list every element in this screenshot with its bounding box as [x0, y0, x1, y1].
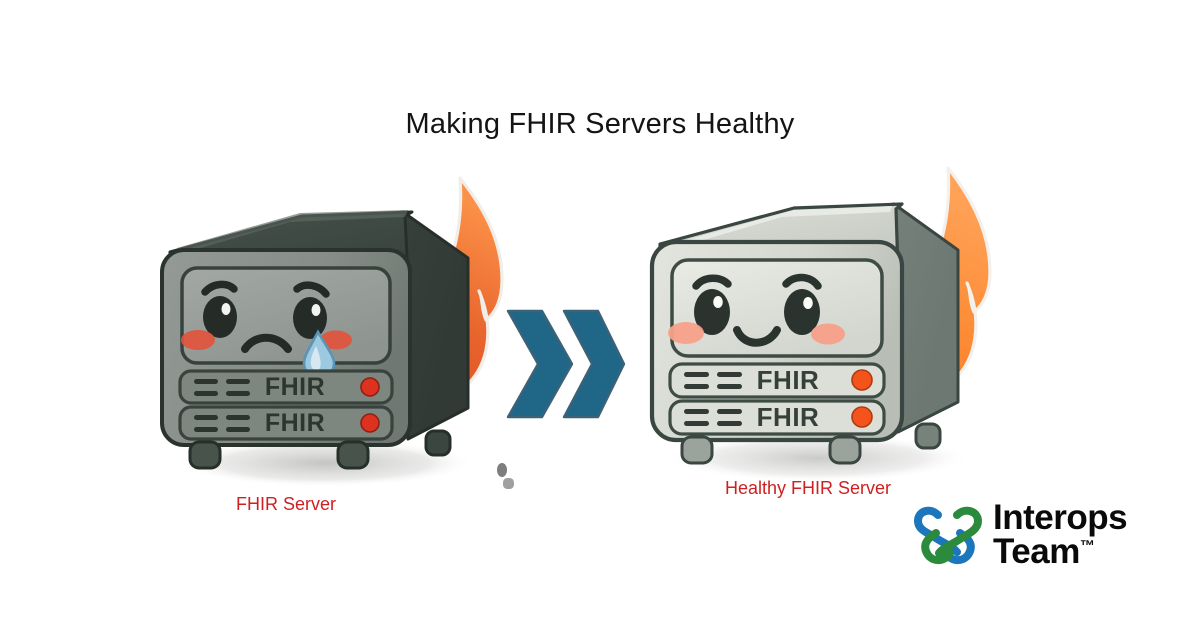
blush-right-icon — [811, 323, 845, 345]
transition-arrow — [504, 303, 628, 425]
eye-left-icon — [203, 296, 237, 338]
status-led-icon — [360, 413, 380, 433]
blush-right-icon — [320, 330, 352, 350]
blush-left-icon — [181, 330, 215, 350]
brand-logo[interactable]: Interops Team™ — [912, 496, 1160, 574]
drive-bay-label: FHIR — [265, 409, 325, 437]
ground-shadow — [666, 434, 970, 482]
server-foot — [828, 435, 862, 465]
drive-bay-1: FHIR — [178, 369, 394, 405]
healthy-server-caption: Healthy FHIR Server — [724, 478, 892, 498]
eyebrow-right-icon — [293, 281, 330, 298]
drive-bay-1: FHIR — [668, 362, 886, 399]
eye-right-icon — [293, 297, 327, 339]
top-edge-highlight — [177, 210, 408, 254]
server-foot — [680, 435, 714, 465]
sad-server-svg: FHIR FHIR — [160, 176, 504, 487]
page-title: Making FHIR Servers Healthy — [405, 108, 795, 140]
status-led-icon — [851, 369, 873, 391]
stray-speck — [503, 478, 514, 489]
server-foot — [336, 440, 370, 470]
drive-bay-label: FHIR — [757, 365, 820, 395]
eyebrow-right-icon — [782, 273, 822, 290]
server-foot — [914, 422, 942, 450]
server-foot — [188, 440, 222, 470]
frown-mouth-icon — [241, 333, 292, 353]
drive-bay-label: FHIR — [757, 402, 820, 432]
happy-face-icon — [668, 273, 845, 347]
ground-shadow — [175, 439, 475, 487]
stray-speck — [497, 463, 507, 477]
trademark-symbol: ™ — [1079, 537, 1095, 555]
sad-server-illustration: FHIR FHIR — [150, 150, 520, 520]
interlocking-knot-icon — [913, 506, 983, 564]
drive-bay-2: FHIR — [668, 399, 886, 436]
sad-server-caption: FHIR Server — [235, 494, 336, 514]
status-led-icon — [851, 406, 873, 428]
smile-mouth-icon — [733, 326, 781, 347]
brand-name-team: Team — [993, 532, 1080, 571]
brand-name-line1: Interops — [993, 497, 1128, 537]
healthy-server-illustration: FHIR FHIR — [640, 140, 1010, 510]
eyebrow-left-icon — [692, 274, 732, 290]
eyebrow-left-icon — [201, 280, 238, 296]
double-chevron-right-icon — [506, 309, 626, 419]
brand-logo-text: Interops Team™ — [993, 497, 1128, 571]
blush-left-icon — [668, 322, 704, 344]
drive-bay-label: FHIR — [265, 373, 325, 401]
brand-name-line2: Team™ — [993, 532, 1127, 571]
status-led-icon — [360, 377, 380, 397]
healthy-server-svg: FHIR FHIR — [649, 166, 992, 482]
server-foot — [424, 429, 452, 457]
drive-bay-2: FHIR — [178, 405, 394, 441]
top-edge-highlight — [672, 206, 892, 248]
